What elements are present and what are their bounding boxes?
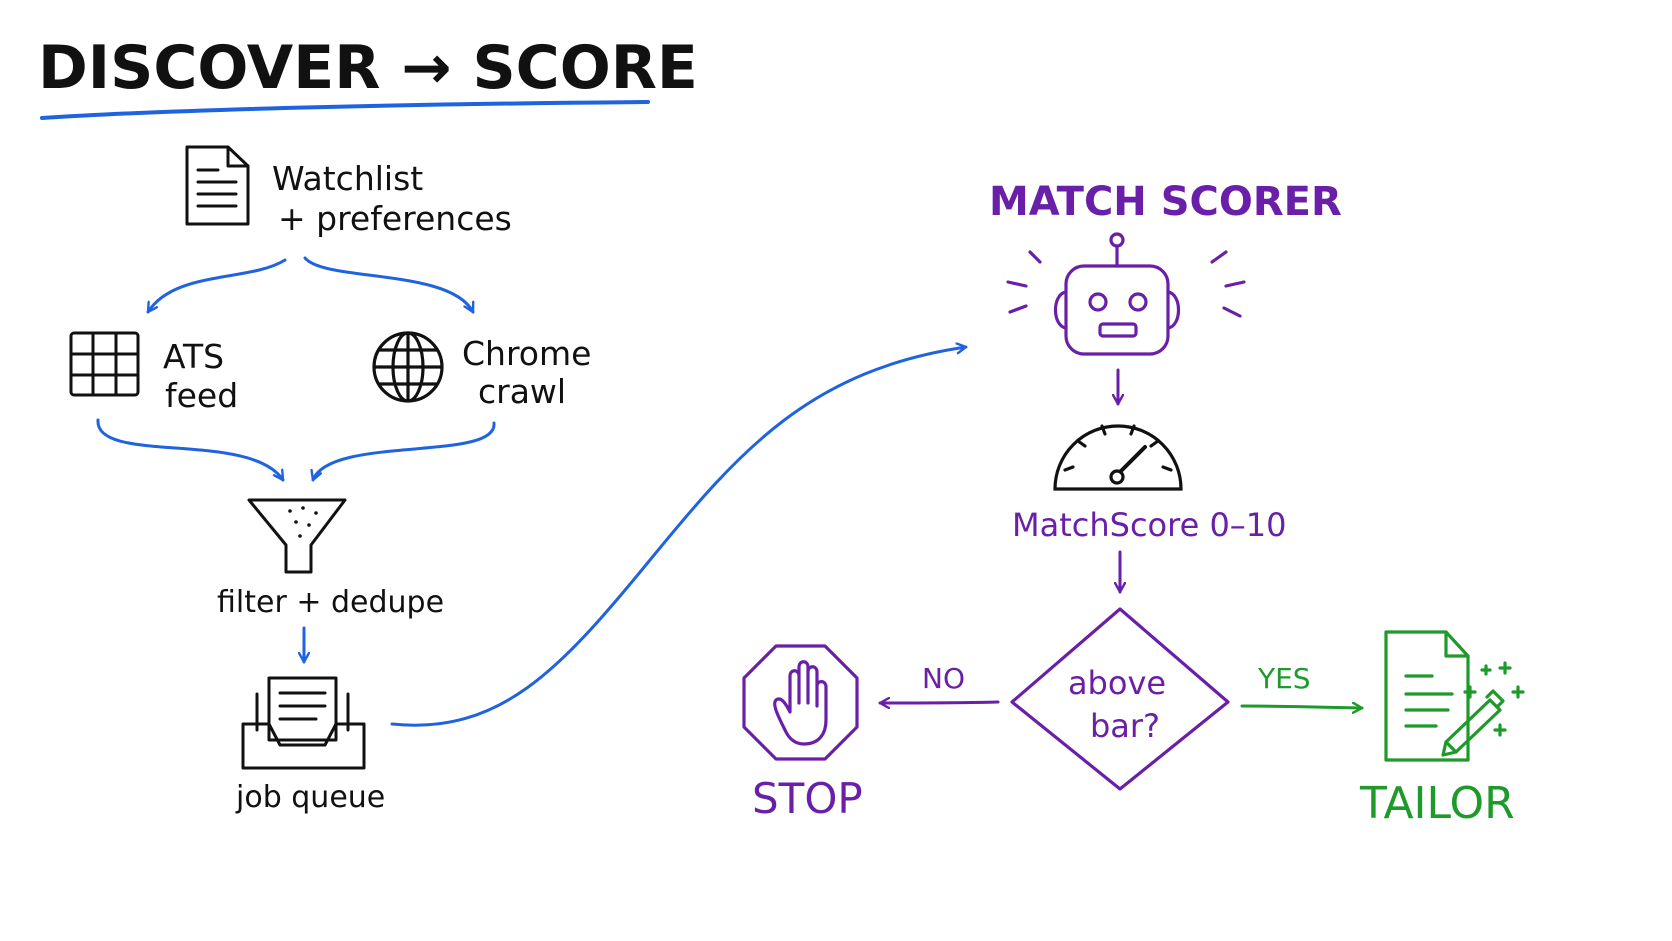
chrome-label-line2: crawl [478,372,566,411]
decision-label-line2: bar? [1090,707,1160,745]
arrow-no-to-stop [878,702,1000,703]
gauge-icon [1053,424,1183,491]
arrow-chrome-to-filter [313,421,496,482]
ats-label-line1: ATS [163,337,224,376]
document-pencil-icon [1384,630,1525,762]
arrow-watchlist-to-ats [146,258,287,314]
arrow-queue-to-scorer [390,347,968,727]
arrow-yes-to-tailor [1240,706,1364,708]
decision-diamond [1010,607,1230,791]
watchlist-label-line1: Watchlist [272,159,423,198]
robot-icon [1006,232,1246,356]
chrome-label-line1: Chrome [462,334,591,373]
grid-icon [69,331,140,397]
diagram-title: DISCOVER → SCORE [38,33,698,103]
arrow-ats-to-filter [96,418,285,482]
queue-label: job queue [235,780,385,815]
tailor-label: TAILOR [1359,778,1515,829]
stop-label: STOP [752,774,863,823]
stop-hand-icon [742,644,859,761]
inbox-tray-icon [241,676,366,770]
no-edge-label: NO [922,662,965,695]
funnel-icon [247,498,347,574]
globe-icon [372,331,444,403]
decision-label-line1: above [1068,664,1166,702]
filter-label: filter + dedupe [217,585,444,620]
arrow-watchlist-to-chrome [303,256,475,314]
yes-edge-label: YES [1257,662,1311,695]
document-icon [185,145,250,226]
scorer-label: MATCH SCORER [989,179,1342,225]
watchlist-label-line2: + preferences [278,199,512,238]
title-underline [40,100,650,120]
score-label: MatchScore 0–10 [1012,506,1287,544]
ats-label-line2: feed [165,376,238,415]
